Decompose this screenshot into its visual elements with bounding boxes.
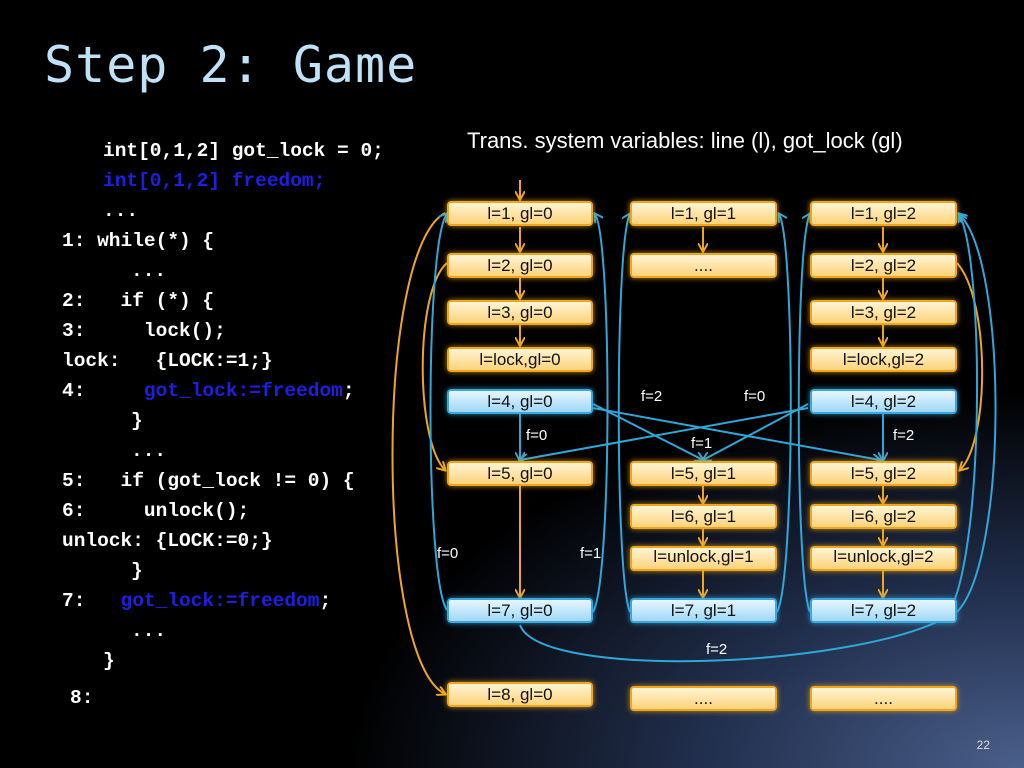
state-node: l=7, gl=0 <box>447 598 593 623</box>
code-line: 7: got_lock:=freedom; <box>62 590 331 612</box>
edge-label: f=1 <box>691 435 713 452</box>
code-line: 4: got_lock:=freedom; <box>62 380 355 402</box>
edge-label: f=2 <box>641 388 663 405</box>
page-number: 22 <box>976 738 990 752</box>
state-node: l=1, gl=1 <box>630 201 777 226</box>
code-line: } <box>131 410 143 432</box>
edge-label: f=1 <box>580 545 602 562</box>
edge-label: f=0 <box>744 388 766 405</box>
state-node: l=lock,gl=2 <box>810 347 957 372</box>
state-node: l=4, gl=0 <box>447 389 593 414</box>
code-line: int[0,1,2] got_lock = 0; <box>103 140 384 162</box>
state-node: l=2, gl=0 <box>447 253 593 278</box>
state-node: l=8, gl=0 <box>447 682 593 707</box>
code-line: 6: unlock(); <box>62 500 250 522</box>
slide-title: Step 2: Game <box>44 36 418 94</box>
code-line: ... <box>103 200 139 222</box>
code-assignment: got_lock:=freedom <box>143 380 343 402</box>
edge-label: f=0 <box>526 427 548 444</box>
state-node-ellipsis: .... <box>630 253 777 278</box>
state-node: l=lock,gl=0 <box>447 347 593 372</box>
edge <box>520 407 809 460</box>
edge <box>592 407 880 460</box>
code-line: } <box>131 560 143 582</box>
state-node: l=7, gl=2 <box>810 598 957 623</box>
edge-label: f=2 <box>706 641 728 658</box>
edge <box>592 403 703 460</box>
edge <box>617 214 630 613</box>
code-semicolon: ; <box>319 590 332 612</box>
diagram-title: Trans. system variables: line (l), got_l… <box>467 128 903 153</box>
state-node: l=6, gl=1 <box>630 504 777 529</box>
edge-label: f=0 <box>437 545 459 562</box>
state-node: l=6, gl=2 <box>810 504 957 529</box>
code-semicolon: ; <box>342 380 355 402</box>
code-line: 8: <box>70 687 94 709</box>
code-line: } <box>103 650 115 672</box>
state-node: l=5, gl=2 <box>810 461 957 486</box>
edge <box>391 212 446 694</box>
edge <box>421 262 448 470</box>
state-node: l=1, gl=0 <box>447 201 593 226</box>
code-assignment: got_lock:=freedom <box>120 590 320 612</box>
edge <box>592 214 609 613</box>
code-line: ... <box>131 620 167 642</box>
edge <box>956 214 997 613</box>
code-line: ... <box>131 440 167 462</box>
edge <box>956 262 984 470</box>
state-node: l=4, gl=2 <box>810 389 957 414</box>
state-node-ellipsis: .... <box>810 686 957 711</box>
state-node-ellipsis: .... <box>630 686 777 711</box>
state-node: l=2, gl=2 <box>810 253 957 278</box>
code-line: unlock: {LOCK:=0;} <box>62 530 273 552</box>
edge <box>797 214 810 613</box>
edge <box>429 214 448 611</box>
code-line-text: 7: <box>62 590 121 612</box>
state-node: l=1, gl=2 <box>810 201 957 226</box>
code-line: lock: {LOCK:=1;} <box>62 350 273 372</box>
state-node: l=5, gl=0 <box>447 461 593 486</box>
state-node: l=7, gl=1 <box>630 598 777 623</box>
code-line: 3: lock(); <box>62 320 226 342</box>
code-line-text: int[0,1,2] freedom; <box>103 170 326 192</box>
state-node: l=5, gl=1 <box>630 461 777 486</box>
code-line: 2: if (*) { <box>62 290 215 312</box>
state-node: l=unlock,gl=1 <box>630 546 777 571</box>
state-node: l=3, gl=2 <box>810 300 957 325</box>
code-line-text: 4: <box>62 380 144 402</box>
code-line: ... <box>131 260 167 282</box>
edge-label: f=2 <box>893 427 915 444</box>
code-line: 5: if (got_lock != 0) { <box>62 470 355 492</box>
code-line: 1: while(*) { <box>62 230 215 252</box>
edge <box>776 214 792 613</box>
edge <box>703 403 809 460</box>
code-line: int[0,1,2] freedom; <box>103 170 325 192</box>
state-node: l=3, gl=0 <box>447 300 593 325</box>
state-node: l=unlock,gl=2 <box>810 546 957 571</box>
